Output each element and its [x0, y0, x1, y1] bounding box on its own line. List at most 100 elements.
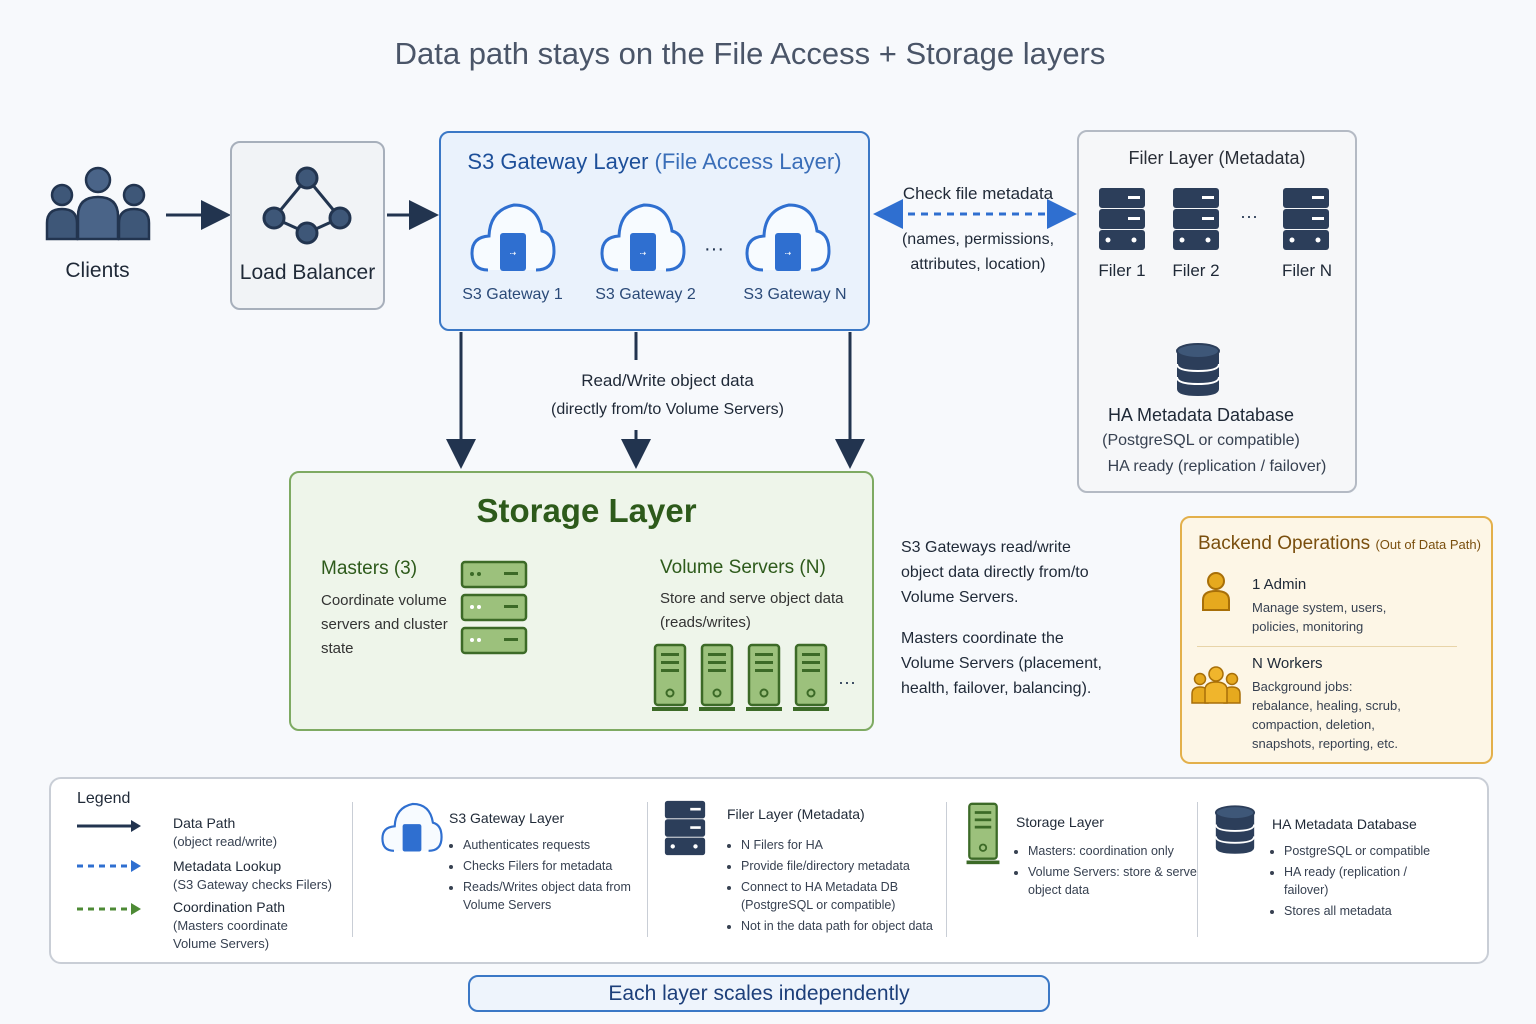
admin-head: 1 Admin: [1252, 576, 1307, 593]
load-balancer-icon: [262, 166, 352, 245]
storage-layer-title: Storage Layer: [476, 492, 697, 529]
legend-data-path-sub: (object read/write): [173, 834, 278, 849]
legend-s3-item: Reads/Writes object data from Volume Ser…: [463, 878, 653, 914]
filer-2-icon: [1173, 188, 1219, 250]
volume-servers-ellipsis: ···: [838, 672, 856, 692]
page-title: Data path stays on the File Access + Sto…: [394, 36, 1106, 71]
workers-icon: [1191, 666, 1241, 704]
volumes-text-1: Store and serve object data: [660, 590, 844, 607]
legend-filer-item: N Filers for HA: [741, 836, 956, 854]
s3-gateway-1-label: S3 Gateway 1: [462, 286, 563, 303]
volumes-head: Volume Servers (N): [660, 557, 826, 578]
volumes-text-2: (reads/writes): [660, 614, 751, 631]
backend-operations: [1180, 516, 1493, 764]
masters-icon: [460, 560, 528, 655]
masters-text-3: state: [321, 640, 354, 657]
legend-coordination-sub-1: (Masters coordinate: [173, 918, 288, 933]
legend-db-list: PostgreSQL or compatible HA ready (repli…: [1270, 842, 1454, 923]
workers-head: N Workers: [1252, 655, 1323, 672]
legend-db-item: PostgreSQL or compatible: [1284, 842, 1454, 860]
side-note-1-line-2: object data directly from/to: [901, 564, 1089, 581]
s3-gateway-ellipsis: ···: [704, 238, 724, 260]
database-icon: [1176, 343, 1220, 396]
legend-s3-head: S3 Gateway Layer: [449, 810, 565, 826]
data-path-detail: (directly from/to Volume Servers): [551, 401, 784, 418]
clients-icon: [45, 166, 151, 241]
s3-gateway-2-icon: ⇢: [600, 203, 686, 272]
s3-layer-subtitle: (File Access Layer): [654, 149, 842, 174]
admin-text-1: Manage system, users,: [1252, 600, 1387, 615]
workers-text-2: rebalance, healing, scrub,: [1252, 698, 1401, 713]
legend-filer-item: Not in the data path for object data: [741, 917, 956, 935]
filer-layer-title: Filer Layer (Metadata): [1128, 148, 1306, 168]
side-note-1-line-3: Volume Servers.: [901, 589, 1019, 606]
filer-n-label: Filer N: [1281, 261, 1333, 280]
legend-filer-item: Provide file/directory metadata: [741, 857, 956, 875]
filer-2-label: Filer 2: [1172, 261, 1220, 280]
masters-text-2: servers and cluster: [321, 616, 448, 633]
legend-storage-head: Storage Layer: [1016, 814, 1104, 830]
db-title: HA Metadata Database: [1107, 405, 1295, 425]
svg-text:⇢: ⇢: [785, 249, 792, 258]
masters-head: Masters (3): [321, 558, 418, 579]
svg-text:⇢: ⇢: [510, 249, 517, 258]
legend-database-icon: [1214, 805, 1256, 854]
clients-label: Clients: [65, 259, 130, 282]
backend-title: Backend Operations (Out of Data Path): [1198, 533, 1481, 555]
legend-s3-item: Checks Filers for metadata: [463, 857, 653, 875]
side-note-2-line-3: health, failover, balancing).: [901, 680, 1092, 697]
backend-divider: [1197, 646, 1457, 647]
legend-s3-item: Authenticates requests: [463, 836, 653, 854]
s3-layer-title-main: S3 Gateway Layer: [467, 149, 649, 174]
legend-divider-4: [1197, 802, 1198, 937]
legend-db-head: HA Metadata Database: [1272, 816, 1417, 832]
filer-ellipsis: ···: [1240, 206, 1258, 226]
backend-title-main: Backend Operations: [1198, 533, 1371, 554]
data-path-label: Read/Write object data: [581, 371, 754, 390]
side-note-1-line-1: S3 Gateways read/write: [901, 539, 1071, 556]
legend-coordination-head: Coordination Path: [173, 899, 286, 915]
legend-coordination-sub-2: Volume Servers): [173, 936, 270, 951]
side-note-2-line-2: Volume Servers (placement,: [901, 655, 1102, 672]
s3-gateway-n-label: S3 Gateway N: [743, 286, 847, 303]
legend-filer-head: Filer Layer (Metadata): [727, 806, 865, 822]
legend-filer-item: Connect to HA Metadata DB (PostgreSQL or…: [741, 878, 956, 914]
filer-1-label: Filer 1: [1098, 261, 1146, 280]
metadata-link-label: Check file metadata: [902, 184, 1054, 203]
masters-text-1: Coordinate volume: [321, 592, 447, 609]
db-sub-2: HA ready (replication / failover): [1107, 458, 1327, 475]
legend-db-item: Stores all metadata: [1284, 902, 1454, 920]
svg-text:⇢: ⇢: [640, 249, 647, 258]
workers-text-4: snapshots, reporting, etc.: [1252, 736, 1398, 751]
side-note-2-line-1: Masters coordinate the: [901, 630, 1064, 647]
legend-divider-3: [946, 802, 947, 937]
backend-subtitle: (Out of Data Path): [1375, 537, 1481, 552]
filer-1-icon: [1099, 188, 1145, 250]
filer-n-icon: [1283, 188, 1329, 250]
admin-text-2: policies, monitoring: [1252, 619, 1364, 634]
legend-storage-item: Volume Servers: store & serve object dat…: [1028, 863, 1203, 899]
db-sub-1: (PostgreSQL or compatible): [1102, 432, 1300, 449]
workers-text-1: Background jobs:: [1252, 679, 1353, 694]
s3-gateway-1-icon: ⇢: [470, 203, 556, 272]
volume-servers-icon: [652, 643, 829, 711]
legend-db-item: HA ready (replication / failover): [1284, 863, 1454, 899]
legend-filer-list: N Filers for HA Provide file/directory m…: [727, 836, 956, 938]
metadata-link-detail-2: attributes, location): [910, 256, 1046, 273]
legend-storage-item: Masters: coordination only: [1028, 842, 1203, 860]
workers-text-3: compaction, deletion,: [1252, 717, 1375, 732]
legend-metadata-sub: (S3 Gateway checks Filers): [173, 877, 332, 892]
s3-gateway-2-label: S3 Gateway 2: [595, 286, 696, 303]
legend-divider-2: [647, 802, 648, 937]
side-note-2: Masters coordinate the Volume Servers (p…: [901, 626, 1102, 701]
legend-filer-icon: [664, 800, 706, 856]
s3-gateway-n-icon: ⇢: [745, 203, 831, 272]
legend-line-samples: [77, 820, 141, 915]
load-balancer-label: Load Balancer: [239, 261, 376, 284]
legend-storage-list: Masters: coordination only Volume Server…: [1014, 842, 1203, 902]
legend-metadata-head: Metadata Lookup: [173, 858, 282, 874]
side-note-1: S3 Gateways read/write object data direc…: [901, 535, 1089, 610]
metadata-link-detail-1: (names, permissions,: [901, 231, 1055, 248]
s3-layer-title: S3 Gateway Layer (File Access Layer): [439, 149, 870, 175]
admin-icon: [1202, 572, 1230, 611]
